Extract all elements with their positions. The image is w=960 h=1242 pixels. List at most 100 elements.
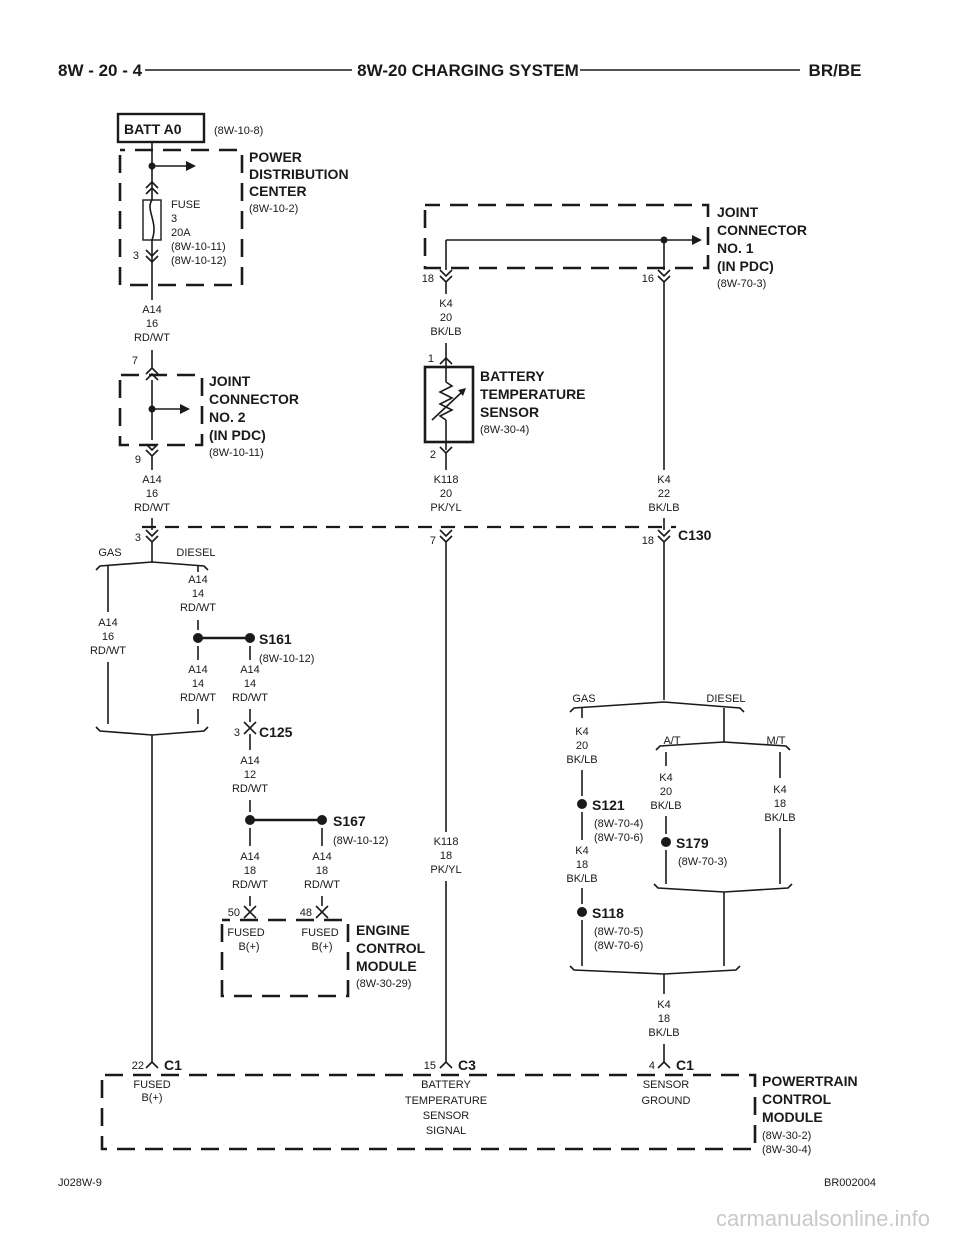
splice-s167: S167 (8W-10-12) A14 18 RD/WT A14 18 RD/W…	[232, 813, 388, 906]
a14-branch-bottom	[95, 726, 209, 1062]
ecm-fused-right: B(+)	[311, 941, 332, 953]
wire-k118-to-pcm: K118 18 PK/YL	[430, 542, 462, 1062]
wire-color: BK/LB	[566, 754, 597, 766]
pcm-c1-right-func: SENSOR	[643, 1079, 690, 1091]
wire-color: RD/WT	[90, 645, 126, 657]
branch-gas-label: GAS	[98, 547, 121, 559]
wire-code: K4	[657, 999, 670, 1011]
wire-code: K4	[439, 298, 452, 310]
connector-chevron-icon	[145, 180, 159, 195]
branch-diesel-label: DIESEL	[176, 547, 215, 559]
connector-chevron-icon	[315, 905, 329, 919]
wire-color: RD/WT	[134, 332, 170, 344]
c130-pin-k118: 7	[430, 535, 436, 547]
connector-chevron-icon	[439, 529, 453, 544]
wire-code: A14	[240, 851, 260, 863]
bts-name: SENSOR	[480, 404, 539, 420]
header-model: BR/BE	[809, 61, 862, 80]
c130-pin-a14: 3	[135, 532, 141, 544]
splice-s121: S121 (8W-70-4) (8W-70-6) K4 18 BK/LB	[566, 797, 643, 904]
pcm-ref: (8W-30-2)	[762, 1130, 811, 1142]
joint-connector-1: 18 16 JOINT CONNECTOR NO. 1 (IN PDC) (8W…	[422, 203, 807, 290]
arrow-right-icon	[186, 161, 196, 171]
wire-k118-sensor-to-c130: K118 20 PK/YL	[430, 453, 462, 514]
batt-a0: BATT A0 (8W-10-8)	[116, 112, 263, 144]
jc1-name: NO. 1	[717, 240, 754, 256]
jc1-name: CONNECTOR	[717, 222, 807, 238]
branch-mt-label: M/T	[767, 735, 786, 747]
pcm-c3-label: C3	[458, 1057, 476, 1073]
s167-label: S167	[333, 813, 366, 829]
fuse-ref: (8W-10-11)	[171, 241, 226, 253]
power-distribution-center: 3 FUSE 3 20A (8W-10-11) (8W-10-12) POWER…	[118, 142, 349, 287]
wire-code: A14	[240, 755, 260, 767]
wire-color: RD/WT	[232, 783, 268, 795]
jc1-pin-right: 16	[642, 273, 654, 285]
s161-label: S161	[259, 631, 292, 647]
wire-color: BK/LB	[566, 873, 597, 885]
wire-color: RD/WT	[232, 879, 268, 891]
s179-ref: (8W-70-3)	[678, 856, 727, 868]
battery-temperature-sensor: 1 2 BATTERY TEMPERATURE SENSOR (8W-30-4)	[423, 353, 586, 461]
pdc-name: POWER	[249, 149, 302, 165]
connector-chevron-icon	[243, 905, 257, 919]
connector-chevron-icon	[145, 366, 159, 381]
connector-chevron-icon	[657, 269, 671, 284]
branch-gas-label: GAS	[572, 693, 595, 705]
connector-chevron-icon	[243, 721, 257, 735]
c130-pin-k4: 18	[642, 535, 654, 547]
s161-ref: (8W-10-12)	[259, 653, 314, 665]
ecm-name: MODULE	[356, 958, 417, 974]
wire-gauge: 12	[244, 769, 256, 781]
wire-gauge: 20	[440, 488, 452, 500]
pcm-c1-right-pin: 4	[649, 1060, 655, 1072]
s121-ref: (8W-70-4)	[594, 818, 643, 830]
bts-pin-top: 1	[428, 353, 434, 365]
wire-code: K118	[434, 836, 459, 848]
wire-gauge: 18	[244, 865, 256, 877]
pcm-c3-func: BATTERY	[421, 1079, 471, 1091]
branch-bracket-top	[95, 561, 209, 571]
wire-gauge: 14	[192, 588, 204, 600]
pcm-c3-func: SENSOR	[423, 1110, 470, 1122]
s179-label: S179	[676, 835, 709, 851]
wire-k4-to-pcm: K4 18 BK/LB	[648, 974, 680, 1062]
ecm-fused-left: FUSED	[227, 927, 264, 939]
pcm-c1-right-func: GROUND	[642, 1095, 691, 1107]
bts-name: BATTERY	[480, 368, 545, 384]
wire-code: A14	[142, 474, 162, 486]
jc2-pin-top: 7	[132, 355, 138, 367]
splice-dot	[661, 837, 671, 847]
wire-color: PK/YL	[430, 864, 461, 876]
branch-at-label: A/T	[663, 735, 680, 747]
wire-a14-pdc-to-jc2: A14 16 RD/WT	[134, 270, 170, 368]
splice-dot	[577, 799, 587, 809]
wire-k4-jc1-to-c130: K4 22 BK/LB	[648, 282, 680, 530]
wire-gauge: 16	[146, 318, 158, 330]
joint-connector-2: 7 9 JOINT CONNECTOR NO. 2 (IN PDC) (8W-1…	[118, 355, 299, 466]
connector-chevron-icon	[145, 529, 159, 544]
fuse-rating: 20A	[171, 227, 191, 239]
branch-diesel-label: DIESEL	[706, 693, 745, 705]
bts-name: TEMPERATURE	[480, 386, 586, 402]
pcm-c1-left-func: FUSED	[133, 1079, 170, 1091]
wire-gauge: 18	[774, 798, 786, 810]
wire-color: BK/LB	[648, 502, 679, 514]
thermistor-icon	[438, 381, 454, 421]
wire-gauge: 14	[244, 678, 256, 690]
wire-color: RD/WT	[134, 502, 170, 514]
pdc-ref: (8W-10-2)	[249, 203, 298, 215]
fuse-element	[149, 199, 155, 241]
ecm-name: ENGINE	[356, 922, 410, 938]
wire-a14-jc2-to-c130: A14 16 RD/WT	[134, 456, 170, 530]
pcm-c1-left-label: C1	[164, 1057, 182, 1073]
branch-bracket-top	[569, 701, 745, 713]
wire-code: K4	[657, 474, 670, 486]
header-title: 8W-20 CHARGING SYSTEM	[357, 61, 579, 80]
footer-left-code: J028W-9	[58, 1177, 102, 1189]
s118-label: S118	[592, 905, 624, 921]
arrow-diagonal-icon	[458, 388, 466, 396]
splice-s161: S161 (8W-10-12) A14 14 RD/WT A14 14 RD/W…	[180, 631, 314, 724]
wire-gauge: 20	[660, 786, 672, 798]
wire-color: RD/WT	[180, 692, 216, 704]
